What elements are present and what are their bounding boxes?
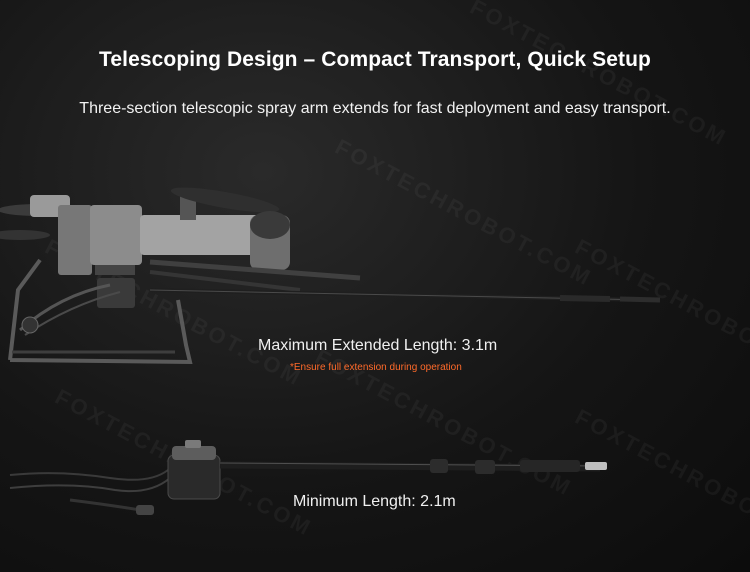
max-length-label: Maximum Extended Length: 3.1m [258, 337, 498, 354]
spray-arm-retracted [9, 440, 607, 515]
page-subtitle: Three-section telescopic spray arm exten… [79, 100, 671, 117]
operation-note: *Ensure full extension during operation [290, 362, 462, 373]
page-title: Telescoping Design – Compact Transport, … [99, 48, 651, 71]
min-length-label: Minimum Length: 2.1m [293, 493, 456, 510]
drone-illustration [0, 187, 361, 365]
spray-arm-extended [149, 288, 661, 303]
